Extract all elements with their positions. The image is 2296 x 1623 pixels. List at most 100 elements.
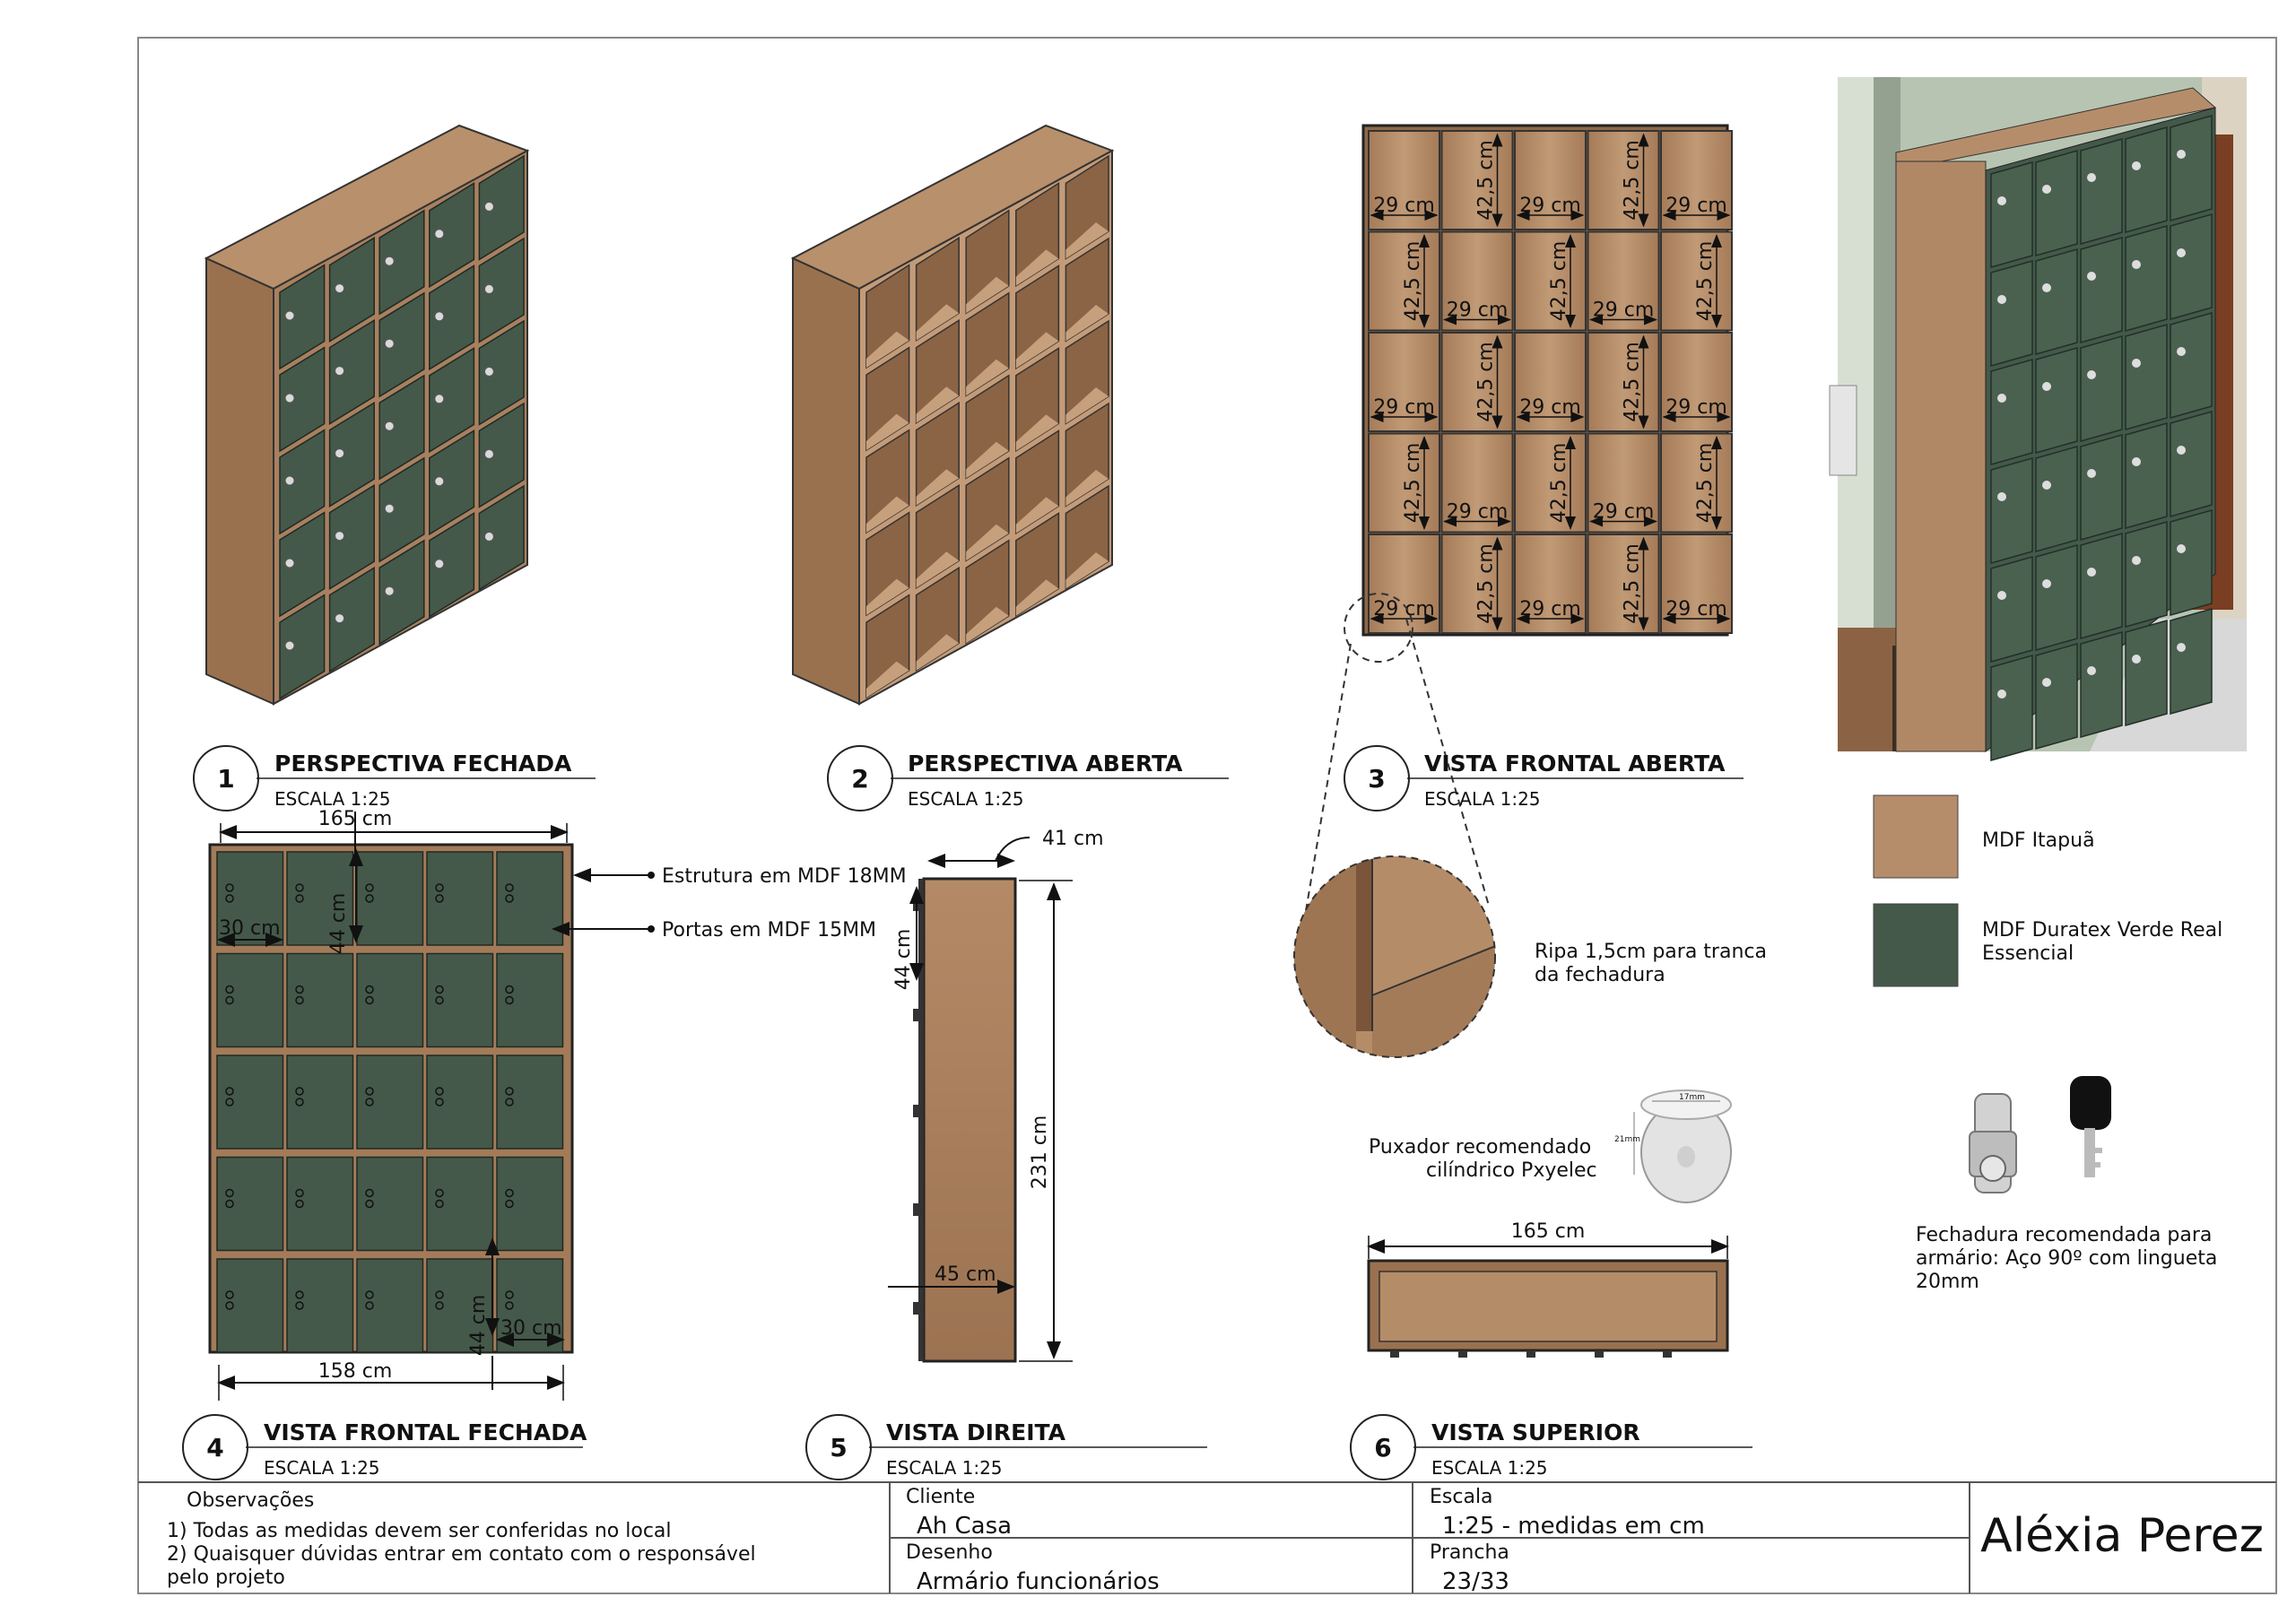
handle-note-1: Puxador recomendado — [1369, 1136, 1591, 1159]
render-knob-icon — [2087, 469, 2096, 478]
render-knob-icon — [2132, 556, 2141, 565]
door-panel — [216, 1258, 284, 1353]
render-door — [2125, 324, 2168, 430]
render-door — [1990, 161, 2033, 268]
handle-icon — [913, 1105, 920, 1117]
render-knob-icon — [2132, 457, 2141, 466]
door-panel — [356, 851, 424, 946]
render-image — [1829, 77, 2247, 761]
dim-cell-width: 29 cm — [1593, 501, 1655, 524]
door-lock-icon — [483, 283, 494, 294]
door-lock-icon — [335, 613, 345, 624]
door-panel — [286, 851, 354, 946]
lock-note-1: Fechadura recomendada para — [1916, 1224, 2212, 1246]
dim-cell-width: 29 cm — [1519, 396, 1581, 419]
dim-height: 231 cm — [1029, 1115, 1051, 1190]
view-title: PERSPECTIVA ABERTA — [908, 751, 1183, 777]
door-knob-icon — [295, 1188, 304, 1198]
door-panel — [216, 851, 284, 946]
door-lock-icon — [295, 894, 304, 903]
render-door — [2035, 150, 2078, 256]
door-panel — [426, 1258, 494, 1353]
view-scale: ESCALA 1:25 — [886, 1457, 1003, 1479]
render-knob-icon — [2087, 370, 2096, 379]
knob-icon — [1595, 1350, 1604, 1358]
materials-legend: MDF Itapuã MDF Duratex Verde Real Essenc… — [1873, 794, 2222, 987]
dim-cell-height: 42,5 cm — [1622, 543, 1644, 624]
dim-top-width: 165 cm — [1511, 1220, 1586, 1243]
render-knob-icon — [2177, 150, 2186, 159]
dim-cell-height: 42,5 cm — [1402, 443, 1424, 524]
dim-cell-height: 42,5 cm — [1622, 140, 1644, 221]
render-knob-icon — [1997, 591, 2006, 600]
door-panel — [286, 1055, 354, 1150]
door-lock-icon — [384, 503, 395, 514]
door-lock-icon — [435, 1098, 444, 1107]
render-knob-icon — [1997, 196, 2006, 205]
door-lock-icon — [284, 310, 295, 321]
door-knob-icon — [435, 1290, 444, 1299]
handle-dim-width: 17mm — [1679, 1093, 1705, 1102]
render-door — [2080, 335, 2123, 442]
door-lock-icon — [225, 894, 234, 903]
handle-dim-height: 21mm — [1614, 1135, 1640, 1144]
render-door — [2170, 411, 2213, 517]
render-knob-icon — [1997, 394, 2006, 403]
render-door — [2080, 533, 2123, 639]
door-panel — [429, 430, 475, 536]
dim-cell-width: 29 cm — [1447, 501, 1509, 524]
material-label-1: MDF Itapuã — [1982, 829, 2095, 852]
door-lock-icon — [505, 1098, 514, 1107]
obs-3: pelo projeto — [167, 1567, 285, 1589]
dim-cell-width: 29 cm — [1665, 396, 1727, 419]
top-view: 165 cm — [1367, 1220, 1729, 1358]
door-panel — [378, 374, 425, 481]
handle-icon — [913, 1009, 920, 1021]
dim-cell-width: 29 cm — [1519, 195, 1581, 217]
material-label-2a: MDF Duratex Verde Real — [1982, 919, 2222, 942]
material-label-2b: Essencial — [1982, 942, 2074, 965]
door-lock-icon — [225, 995, 234, 1005]
lock-note-2: armário: Aço 90º com lingueta — [1916, 1247, 2217, 1270]
dim-depth-top: 41 cm — [1042, 828, 1104, 850]
door-panel — [426, 1055, 494, 1150]
door-panel — [279, 511, 326, 618]
render-knob-icon — [2042, 579, 2051, 588]
door-lock-icon — [483, 201, 494, 212]
door-panel — [478, 237, 525, 343]
render-knob-icon — [2042, 481, 2051, 490]
render-knob-icon — [2177, 643, 2186, 652]
door-lock-icon — [384, 338, 395, 349]
render-door — [2170, 312, 2213, 419]
view-number: 1 — [217, 764, 234, 794]
door-panel — [378, 539, 425, 646]
door-panel — [478, 319, 525, 426]
handle-note-2: cilíndrico Pxyelec — [1426, 1159, 1597, 1182]
door-lock-icon — [295, 1199, 304, 1209]
door-panel — [279, 346, 326, 453]
scale-label: Escala — [1430, 1486, 1493, 1508]
render-door — [1990, 359, 2033, 465]
render-door — [2170, 509, 2213, 616]
render-knob-icon — [2132, 161, 2141, 170]
door-knob-icon — [365, 985, 374, 994]
door-panel — [286, 1156, 354, 1252]
door-lock-icon — [434, 476, 445, 487]
render-knob-icon — [2132, 359, 2141, 368]
dim-cell-width: 29 cm — [1593, 299, 1655, 322]
door-panel — [279, 594, 326, 700]
obs-2: 2) Quaisquer dúvidas entrar em contato c… — [167, 1543, 756, 1566]
obs-1: 1) Todas as medidas devem ser conferidas… — [167, 1520, 672, 1542]
door-lock-icon — [335, 448, 345, 459]
front-cell — [1440, 230, 1514, 332]
door-knob-icon — [295, 985, 304, 994]
view-number: 6 — [1374, 1433, 1391, 1462]
client-label: Cliente — [906, 1486, 975, 1508]
render-knob-icon — [2132, 655, 2141, 664]
door-panel — [286, 1258, 354, 1353]
render-knob-icon — [2087, 666, 2096, 675]
render-door — [2170, 608, 2213, 715]
scale-value: 1:25 - medidas em cm — [1442, 1513, 1705, 1540]
door-lock-icon — [505, 995, 514, 1005]
